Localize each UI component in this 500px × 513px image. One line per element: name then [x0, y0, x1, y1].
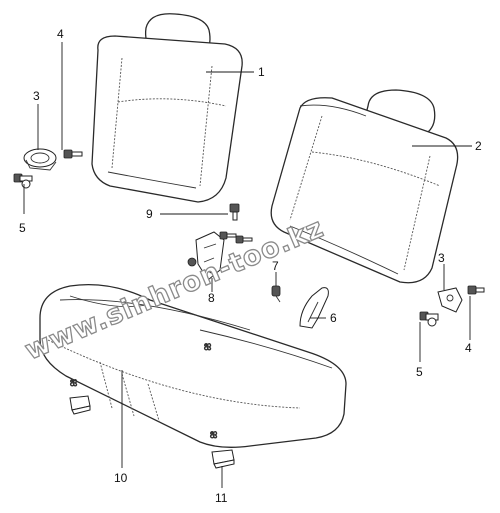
- cushion-clip-left: [69, 395, 91, 415]
- callout-6: 6: [330, 311, 337, 325]
- svg-text:ஐ: ஐ: [210, 429, 217, 439]
- bolt-left-5: [13, 173, 33, 189]
- callout-1: 1: [258, 65, 265, 79]
- cushion-clip-right: [211, 449, 235, 469]
- callout-4-left: 4: [57, 27, 64, 41]
- seat-cushion: ஐ ஐ ஐ: [39, 283, 347, 448]
- callout-3-left: 3: [33, 89, 40, 103]
- bracket-right: [437, 287, 463, 313]
- bolt-right-5: [419, 311, 439, 327]
- bolt-9-c: [235, 235, 253, 244]
- bolt-right-4: [467, 285, 485, 295]
- clip-7: [271, 285, 281, 303]
- callout-11: 11: [215, 491, 228, 505]
- seatback-right: [270, 89, 459, 284]
- seatback-left: [91, 13, 243, 203]
- latch-plate: [299, 287, 329, 329]
- callout-3-right: 3: [438, 251, 445, 265]
- callout-5-left: 5: [19, 221, 26, 235]
- bolt-9-b: [219, 231, 237, 240]
- svg-text:ஐ: ஐ: [204, 341, 211, 351]
- callout-4-right: 4: [465, 341, 472, 355]
- callout-8: 8: [208, 291, 215, 305]
- leader-lines: [23, 42, 472, 488]
- bolt-9-a: [229, 203, 240, 221]
- callout-10: 10: [114, 471, 128, 485]
- callout-5-right: 5: [416, 365, 423, 379]
- bolt-left-4: [63, 149, 83, 159]
- callout-2: 2: [475, 139, 482, 153]
- center-bracket: [187, 231, 225, 281]
- bracket-left: [23, 148, 57, 171]
- svg-text:ஐ: ஐ: [70, 377, 77, 387]
- callout-7: 7: [272, 259, 279, 273]
- callout-9: 9: [146, 207, 153, 221]
